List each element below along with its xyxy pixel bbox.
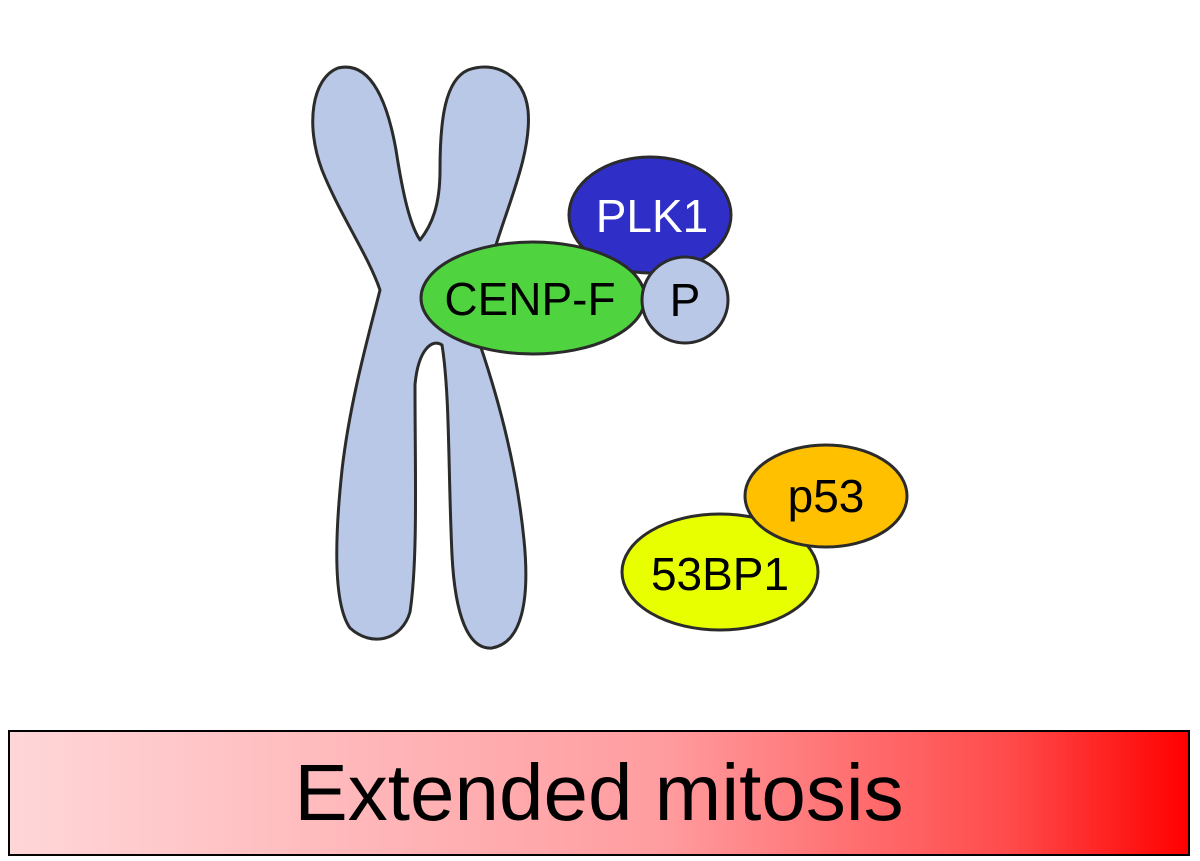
- cenpf-label: CENP-F: [444, 273, 615, 325]
- extended-mitosis-banner: Extended mitosis: [8, 730, 1190, 856]
- chromosome-icon: [313, 67, 529, 648]
- banner-text: Extended mitosis: [294, 753, 903, 833]
- plk1-label: PLK1: [596, 190, 709, 242]
- bp1-label: 53BP1: [651, 548, 789, 600]
- p53-label: p53: [788, 470, 865, 522]
- phospho-label: P: [670, 274, 701, 326]
